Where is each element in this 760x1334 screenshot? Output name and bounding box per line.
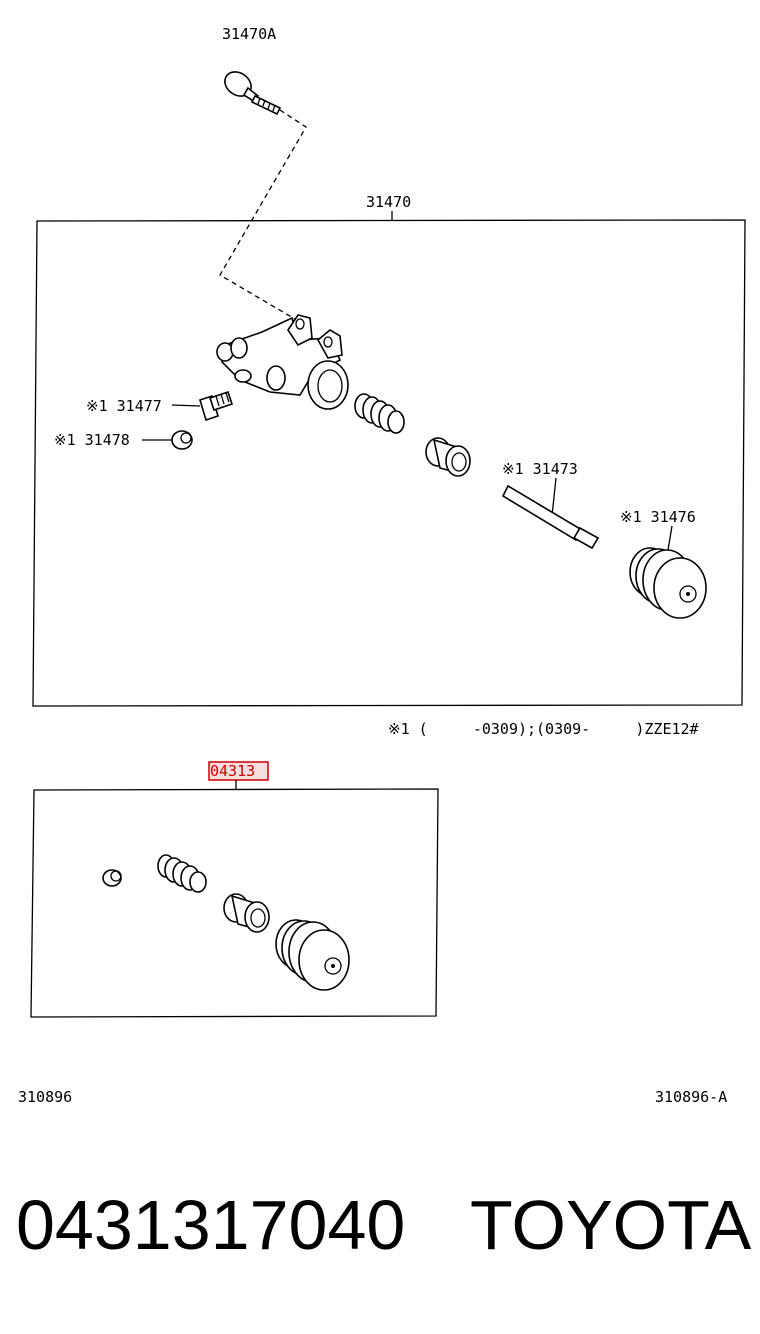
spring-icon xyxy=(354,393,405,434)
figure-number-right: 310896-A xyxy=(655,1088,727,1106)
bleeder-cap-icon xyxy=(171,430,193,450)
bolt-icon xyxy=(224,71,282,116)
kit-boot-icon xyxy=(275,919,350,991)
label-04313[interactable]: 04313 xyxy=(210,762,255,780)
leader-31473 xyxy=(551,477,557,517)
leader-31477 xyxy=(171,404,201,407)
bleeder-plug-icon xyxy=(199,390,234,422)
cylinder-body-icon xyxy=(216,314,349,410)
kit-highlight xyxy=(208,761,269,781)
label-31476[interactable]: ※1 31476 xyxy=(620,508,696,526)
label-31470[interactable]: 31470 xyxy=(366,193,411,211)
applicability-note: ※1 ( -0309);(0309- )ZZE12# xyxy=(388,720,699,738)
kit-frame xyxy=(30,788,439,1018)
label-31470a[interactable]: 31470A xyxy=(222,25,276,43)
leader-31476 xyxy=(667,525,673,551)
figure-number-left: 310896 xyxy=(18,1088,72,1106)
piston-cup-icon xyxy=(425,437,471,477)
kit-bleeder-cap-icon xyxy=(102,869,122,887)
bolt-leader-dashed xyxy=(219,109,307,323)
boot-icon xyxy=(629,547,707,619)
assembly-frame xyxy=(32,219,746,707)
kit-piston-cup-icon xyxy=(223,893,270,933)
push-rod-icon xyxy=(501,484,600,550)
kit-spring-icon xyxy=(157,854,207,893)
label-31477[interactable]: ※1 31477 xyxy=(86,397,162,415)
part-number: 0431317040 xyxy=(16,1186,406,1264)
label-31473[interactable]: ※1 31473 xyxy=(502,460,578,478)
label-31478[interactable]: ※1 31478 xyxy=(54,431,130,449)
brand-name: TOYOTA xyxy=(470,1186,752,1264)
